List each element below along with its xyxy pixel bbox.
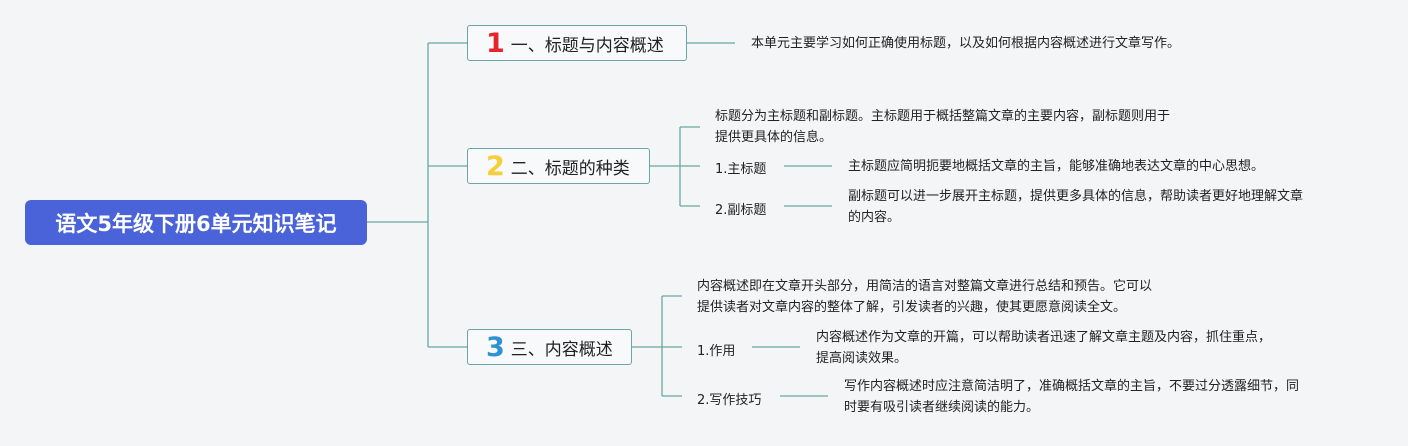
subtopic-writing-tips-text: 写作内容概述时应注意简洁明了，准确概括文章的主旨，不要过分透露细节，同 时要有吸… (844, 376, 1299, 418)
text-line: 提供更具体的信息。 (715, 130, 833, 145)
root-node[interactable]: 语文5年级下册6单元知识笔记 (25, 200, 367, 245)
text-line: 主标题应简明扼要地概括文章的主旨，能够准确地表达文章的中心思想。 (848, 159, 1265, 174)
subtopic-subtitle-text: 副标题可以进一步展开主标题，提供更多具体的信息，帮助读者更好地理解文章 的内容。 (848, 186, 1303, 228)
text-line: 时要有吸引读者继续阅读的能力。 (844, 400, 1040, 415)
text-line: 提高阅读效果。 (816, 351, 908, 366)
text-line: 内容概述作为文章的开篇，可以帮助读者迅速了解文章主题及内容，抓住重点， (816, 330, 1272, 345)
branch-title: 二、标题的种类 (510, 158, 630, 179)
branch-1-description: 本单元主要学习如何正确使用标题，以及如何根据内容概述进行文章写作。 (751, 36, 1181, 51)
subtopic-writing-tips-label[interactable]: 2.写作技巧 (697, 393, 762, 408)
subtopic-function-label[interactable]: 1.作用 (697, 344, 736, 359)
branch-2-intro: 标题分为主标题和副标题。主标题用于概括整篇文章的主要内容，副标题则用于 提供更具… (715, 106, 1170, 148)
branch-node-1[interactable]: 1 一、标题与内容概述 (467, 25, 687, 61)
branch-3-intro: 内容概述即在文章开头部分，用简洁的语言对整篇文章进行总结和预告。它可以 提供读者… (697, 276, 1152, 318)
branch-title: 三、内容概述 (510, 339, 613, 360)
number-1-icon: 1 (486, 27, 505, 59)
branch-node-2[interactable]: 2 二、标题的种类 (467, 148, 650, 184)
subtopic-subtitle-label[interactable]: 2.副标题 (715, 203, 767, 218)
branch-title: 一、标题与内容概述 (510, 35, 664, 56)
number-3-icon: 3 (486, 331, 505, 363)
root-title: 语文5年级下册6单元知识笔记 (55, 211, 337, 236)
subtopic-function-text: 内容概述作为文章的开篇，可以帮助读者迅速了解文章主题及内容，抓住重点， 提高阅读… (816, 327, 1271, 369)
text-line: 写作内容概述时应注意简洁明了，准确概括文章的主旨，不要过分透露细节，同 (844, 379, 1300, 394)
text-line: 提供读者对文章内容的整体了解，引发读者的兴趣，使其更愿意阅读全文。 (697, 300, 1127, 315)
text-line: 内容概述即在文章开头部分，用简洁的语言对整篇文章进行总结和预告。它可以 (697, 279, 1153, 294)
subtopic-main-title-text: 主标题应简明扼要地概括文章的主旨，能够准确地表达文章的中心思想。 (848, 156, 1264, 177)
subtopic-main-title-label[interactable]: 1.主标题 (715, 162, 767, 177)
text-line: 的内容。 (848, 210, 901, 225)
text-line: 标题分为主标题和副标题。主标题用于概括整篇文章的主要内容，副标题则用于 (715, 109, 1171, 124)
branch-node-3[interactable]: 3 三、内容概述 (467, 329, 632, 365)
text-line: 副标题可以进一步展开主标题，提供更多具体的信息，帮助读者更好地理解文章 (848, 189, 1304, 204)
number-2-icon: 2 (486, 150, 505, 182)
